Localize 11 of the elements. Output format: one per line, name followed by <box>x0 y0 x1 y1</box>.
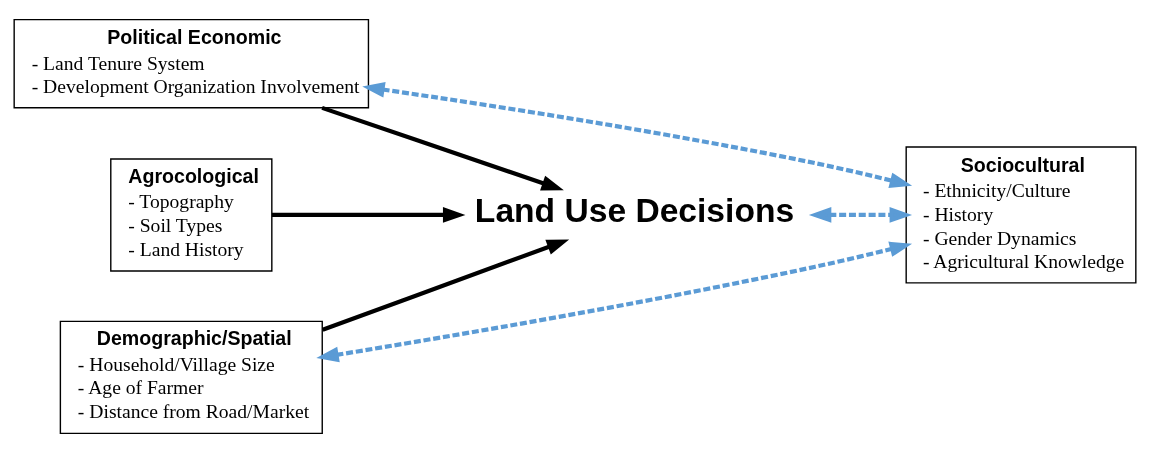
node-box: Agrocological - Topography - Soil Types - Land History <box>110 158 273 272</box>
node-box: Sociocultural - Ethnicity/Culture - History - Gender Dynamics - Agricultural Knowledge <box>905 146 1137 284</box>
arrow <box>321 239 570 332</box>
arrow <box>362 82 913 188</box>
arrow <box>321 105 564 191</box>
arrow <box>808 207 913 223</box>
arrow <box>271 207 466 223</box>
arrow <box>316 241 913 363</box>
node-text: Land Use Decisions <box>474 192 795 230</box>
node-box: Political Economic - Land Tenure System - Development Organization Involvement <box>13 18 370 109</box>
node-box: Demographic/Spatial - Household/Village Size - Age of Farmer - Distance from Road/Market <box>59 320 323 435</box>
